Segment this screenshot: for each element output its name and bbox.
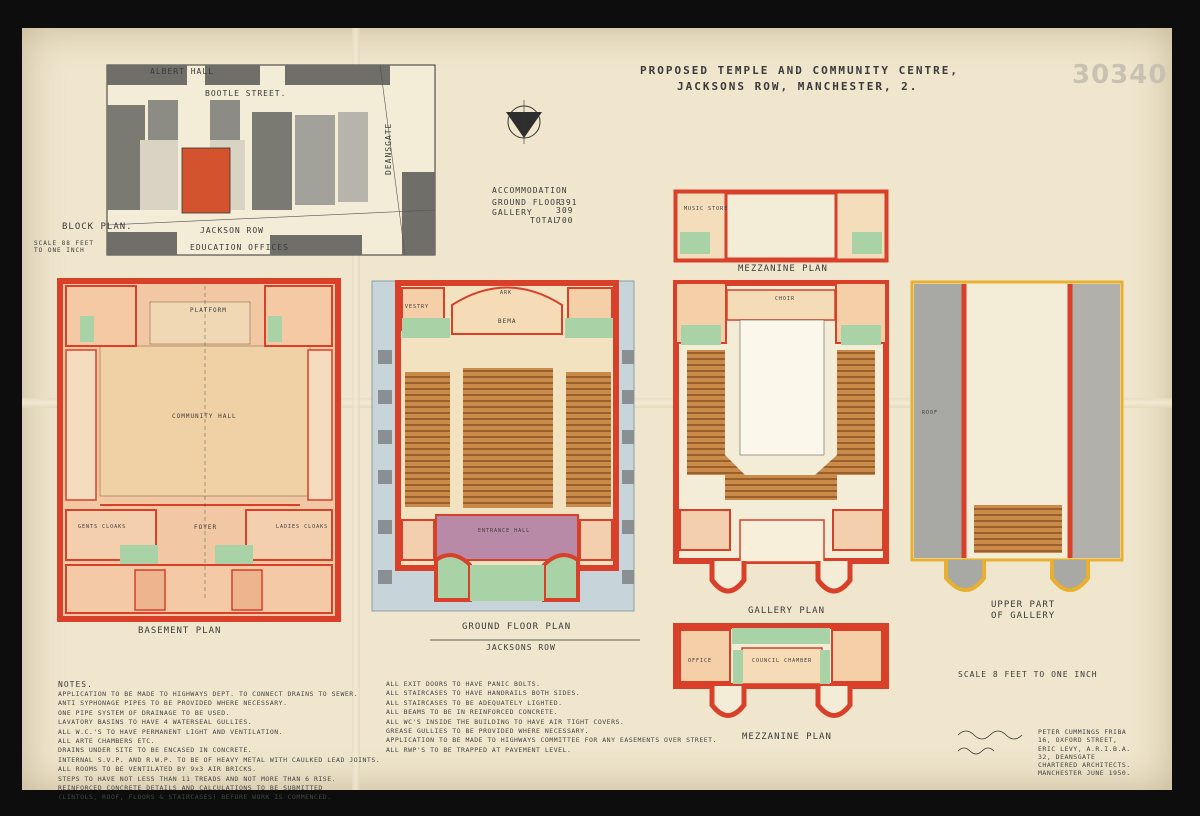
gallery-plan [673,280,889,594]
accommodation-ground-label: GROUND FLOOR [492,198,562,207]
note-line: APPLICATION TO BE MADE TO HIGHWAYS DEPT.… [58,690,359,698]
block-plan-street-deansgate: DEANSGATE [384,122,393,175]
notes-right-list: ALL EXIT DOORS TO HAVE PANIC BOLTS.ALL S… [386,680,717,755]
north-point-icon [506,100,542,144]
basement-plan [57,278,341,622]
note-line: ALL WC'S INSIDE THE BUILDING TO HAVE AIR… [386,717,625,726]
mezzanine-plan-bottom [673,623,889,718]
note-line: GREASE GULLIES TO BE PROVIDED WHERE NECE… [386,727,590,736]
note-line: ONE PIPE SYSTEM OF DRAINAGE TO BE USED. [58,708,231,717]
note-line: ALL BEAMS TO BE IN REINFORCED CONCRETE. [386,708,559,717]
note-line: REINFORCED CONCRETE DETAILS AND CALCULAT… [58,784,323,793]
accommodation-ground-value: 391 [560,198,578,207]
room-gents-cloaks: GENTS CLOAKS [78,524,127,530]
room-community-hall: COMMUNITY HALL [172,413,237,420]
ground-floor-plan-title: GROUND FLOOR PLAN [462,622,572,632]
accommodation-total-label: TOTAL [530,216,560,225]
drawing-number: 30340 [1072,60,1168,90]
mezzanine-plan-bottom-title: MEZZANINE PLAN [742,732,832,742]
accommodation-heading: ACCOMMODATION [492,186,568,195]
room-ark: ARK [500,290,513,296]
gallery-plan-title: GALLERY PLAN [748,606,826,616]
note-line: ALL EXIT DOORS TO HAVE PANIC BOLTS. [386,680,541,688]
room-platform: PLATFORM [190,307,227,314]
upper-gallery-title-2: OF GALLERY [991,611,1056,621]
note-line: LAVATORY BASINS TO HAVE 4 WATERSEAL GULL… [58,718,253,727]
jacksons-row-label: JACKSONS ROW [486,643,556,652]
mezzanine-plan-top-title: MEZZANINE PLAN [738,264,828,274]
note-line: (LINTOLS, ROOF, FLOORS & STAIRCASES) BEF… [58,793,332,802]
note-line: ANTI SYPHONAGE PIPES TO BE PROVIDED WHER… [58,699,288,708]
room-entrance-hall: ENTRANCE HALL [478,528,531,534]
architect-line: 32, DEANSGATE [1038,752,1096,761]
note-line: ALL ARTE CHAMBERS ETC. [58,737,156,746]
note-line: ALL STAIRCASES TO BE ADEQUATELY LIGHTED. [386,698,563,707]
scale-note: SCALE 8 FEET TO ONE INCH [958,670,1098,679]
accommodation-gallery-label: GALLERY [492,208,533,217]
note-line: INTERNAL S.V.P. AND R.W.P. TO BE OF HEAV… [58,755,381,764]
room-office: OFFICE [688,658,713,664]
note-line: ALL W.C.'S TO HAVE PERMANENT LIGHT AND V… [58,727,284,736]
room-music-store: MUSIC STORE [684,206,729,212]
block-plan [106,64,436,256]
room-roof: ROOF [922,410,939,416]
room-foyer: FOYER [194,524,218,531]
architect-line: ERIC LEVY, A.R.I.B.A. [1038,744,1131,753]
block-plan-street-bootle: BOOTLE STREET. [205,89,287,98]
note-line: APPLICATION TO BE MADE TO HIGHWAYS COMMI… [386,736,717,745]
note-line: DRAINS UNDER SITE TO BE ENCASED IN CONCR… [58,746,253,755]
upper-gallery-plan [910,280,1124,592]
signatures [957,730,1023,755]
upper-gallery-title-1: UPPER PART [991,600,1056,610]
ground-floor-plan [371,280,640,641]
mezzanine-plan-top [673,189,889,263]
architect-line: CHARTERED ARCHITECTS. [1038,761,1131,770]
note-line: ALL STAIRCASES TO HAVE HANDRAILS BOTH SI… [386,689,581,698]
notes-heading: NOTES. [58,680,93,689]
block-plan-education-offices: EDUCATION OFFICES [190,243,289,252]
notes-left-list: APPLICATION TO BE MADE TO HIGHWAYS DEPT.… [58,690,380,803]
drawing-title-line-2: JACKSONS ROW, MANCHESTER, 2. [677,80,919,93]
room-council-chamber: COUNCIL CHAMBER [752,658,813,664]
block-plan-scale: SCALE 88 FEET TO ONE INCH [34,240,94,254]
architect-line: 16, OXFORD STREET, [1038,736,1118,745]
basement-plan-title: BASEMENT PLAN [138,626,222,636]
drawing-title-line-1: PROPOSED TEMPLE AND COMMUNITY CENTRE, [640,64,960,77]
note-line: ALL RWP'S TO BE TRAPPED AT PAVEMENT LEVE… [386,745,572,754]
room-ladies-cloaks: LADIES CLOAKS [276,524,329,530]
architect-line: MANCHESTER JUNE 1950. [1038,769,1131,778]
room-vestry: VESTRY [405,304,430,310]
accommodation-total-value: 700 [556,216,574,225]
block-plan-title: BLOCK PLAN. [62,222,133,232]
block-plan-street-jackson: JACKSON ROW [200,226,264,235]
block-plan-street-albert-hall: ALBERT HALL [150,67,214,76]
note-line: STEPS TO HAVE NOT LESS THAN 11 TREADS AN… [58,774,337,783]
note-line: ALL ROOMS TO BE VENTILATED BY 9x3 AIR BR… [58,765,257,774]
architect-line: PETER CUMMINGS FRIBA [1038,728,1127,736]
room-choir: CHOIR [775,296,796,302]
accommodation-gallery-value: 309 [556,206,574,215]
room-bema: BEMA [498,318,517,325]
